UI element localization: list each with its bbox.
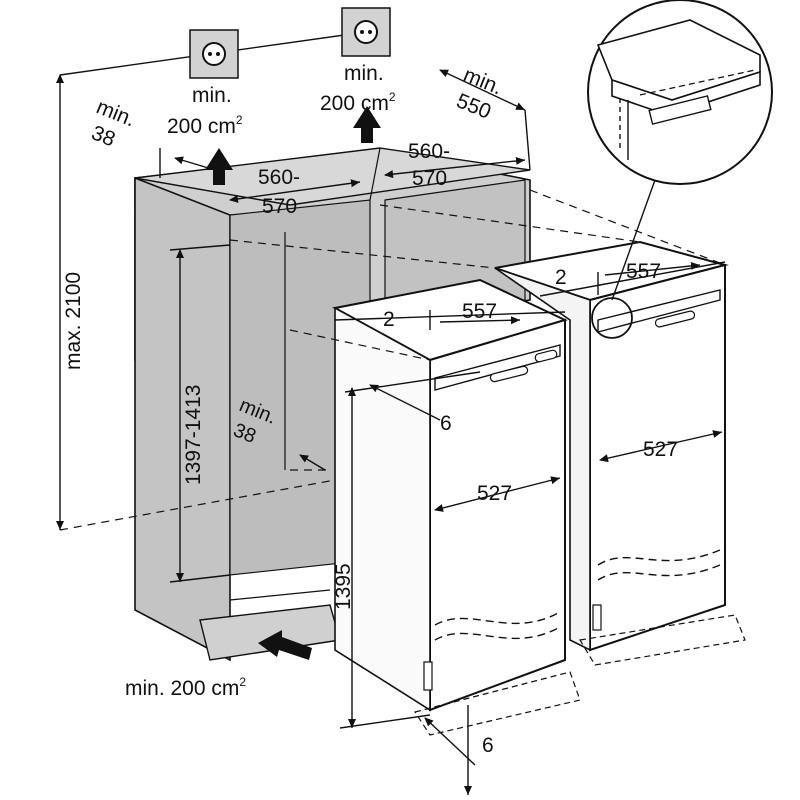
- door-offset-bottom-label: 6: [482, 734, 494, 757]
- width-right-label: 527: [643, 438, 678, 461]
- vent-bottom-value: min. 200 cm2: [125, 675, 246, 700]
- magnifier-detail-icon: [587, 0, 773, 339]
- depth-right-dim-label: 557: [626, 260, 661, 283]
- vent-top-right-value: 200 cm2: [320, 90, 396, 115]
- niche-width-right-b: 570: [412, 167, 447, 190]
- socket-icon: [341, 7, 391, 57]
- vent-top-right-min: min.: [344, 62, 384, 85]
- depth-left-label: 557: [462, 300, 497, 323]
- niche-width-left-a: 560-: [258, 166, 300, 189]
- niche-width-right-a: 560-: [408, 140, 450, 163]
- dimension-lines: [56, 29, 726, 795]
- airflow-arrow-icon: [205, 106, 381, 660]
- max-height-label: max. 2100: [62, 272, 85, 370]
- guide-lines: [59, 189, 726, 531]
- vent-top-left-min: min.: [192, 84, 232, 107]
- door-offset-top-label: 6: [440, 412, 452, 435]
- depth-left-gap-label: 2: [383, 308, 395, 331]
- appliance-left: [332, 278, 581, 736]
- niche-width-left-b: 570: [262, 195, 297, 218]
- socket-icon: [189, 29, 239, 79]
- width-left-label: 527: [477, 482, 512, 505]
- appliance-height-label: 1395: [332, 563, 355, 610]
- gap-top-left-value: 38: [88, 121, 118, 151]
- dimension-labels: min. 200 cm2 min. 200 cm2 min. 200 cm2 m…: [62, 62, 678, 757]
- vent-top-left-value: 200 cm2: [167, 113, 243, 138]
- depth-right-gap-label: 2: [555, 266, 567, 289]
- niche-height-label: 1397-1413: [182, 385, 205, 485]
